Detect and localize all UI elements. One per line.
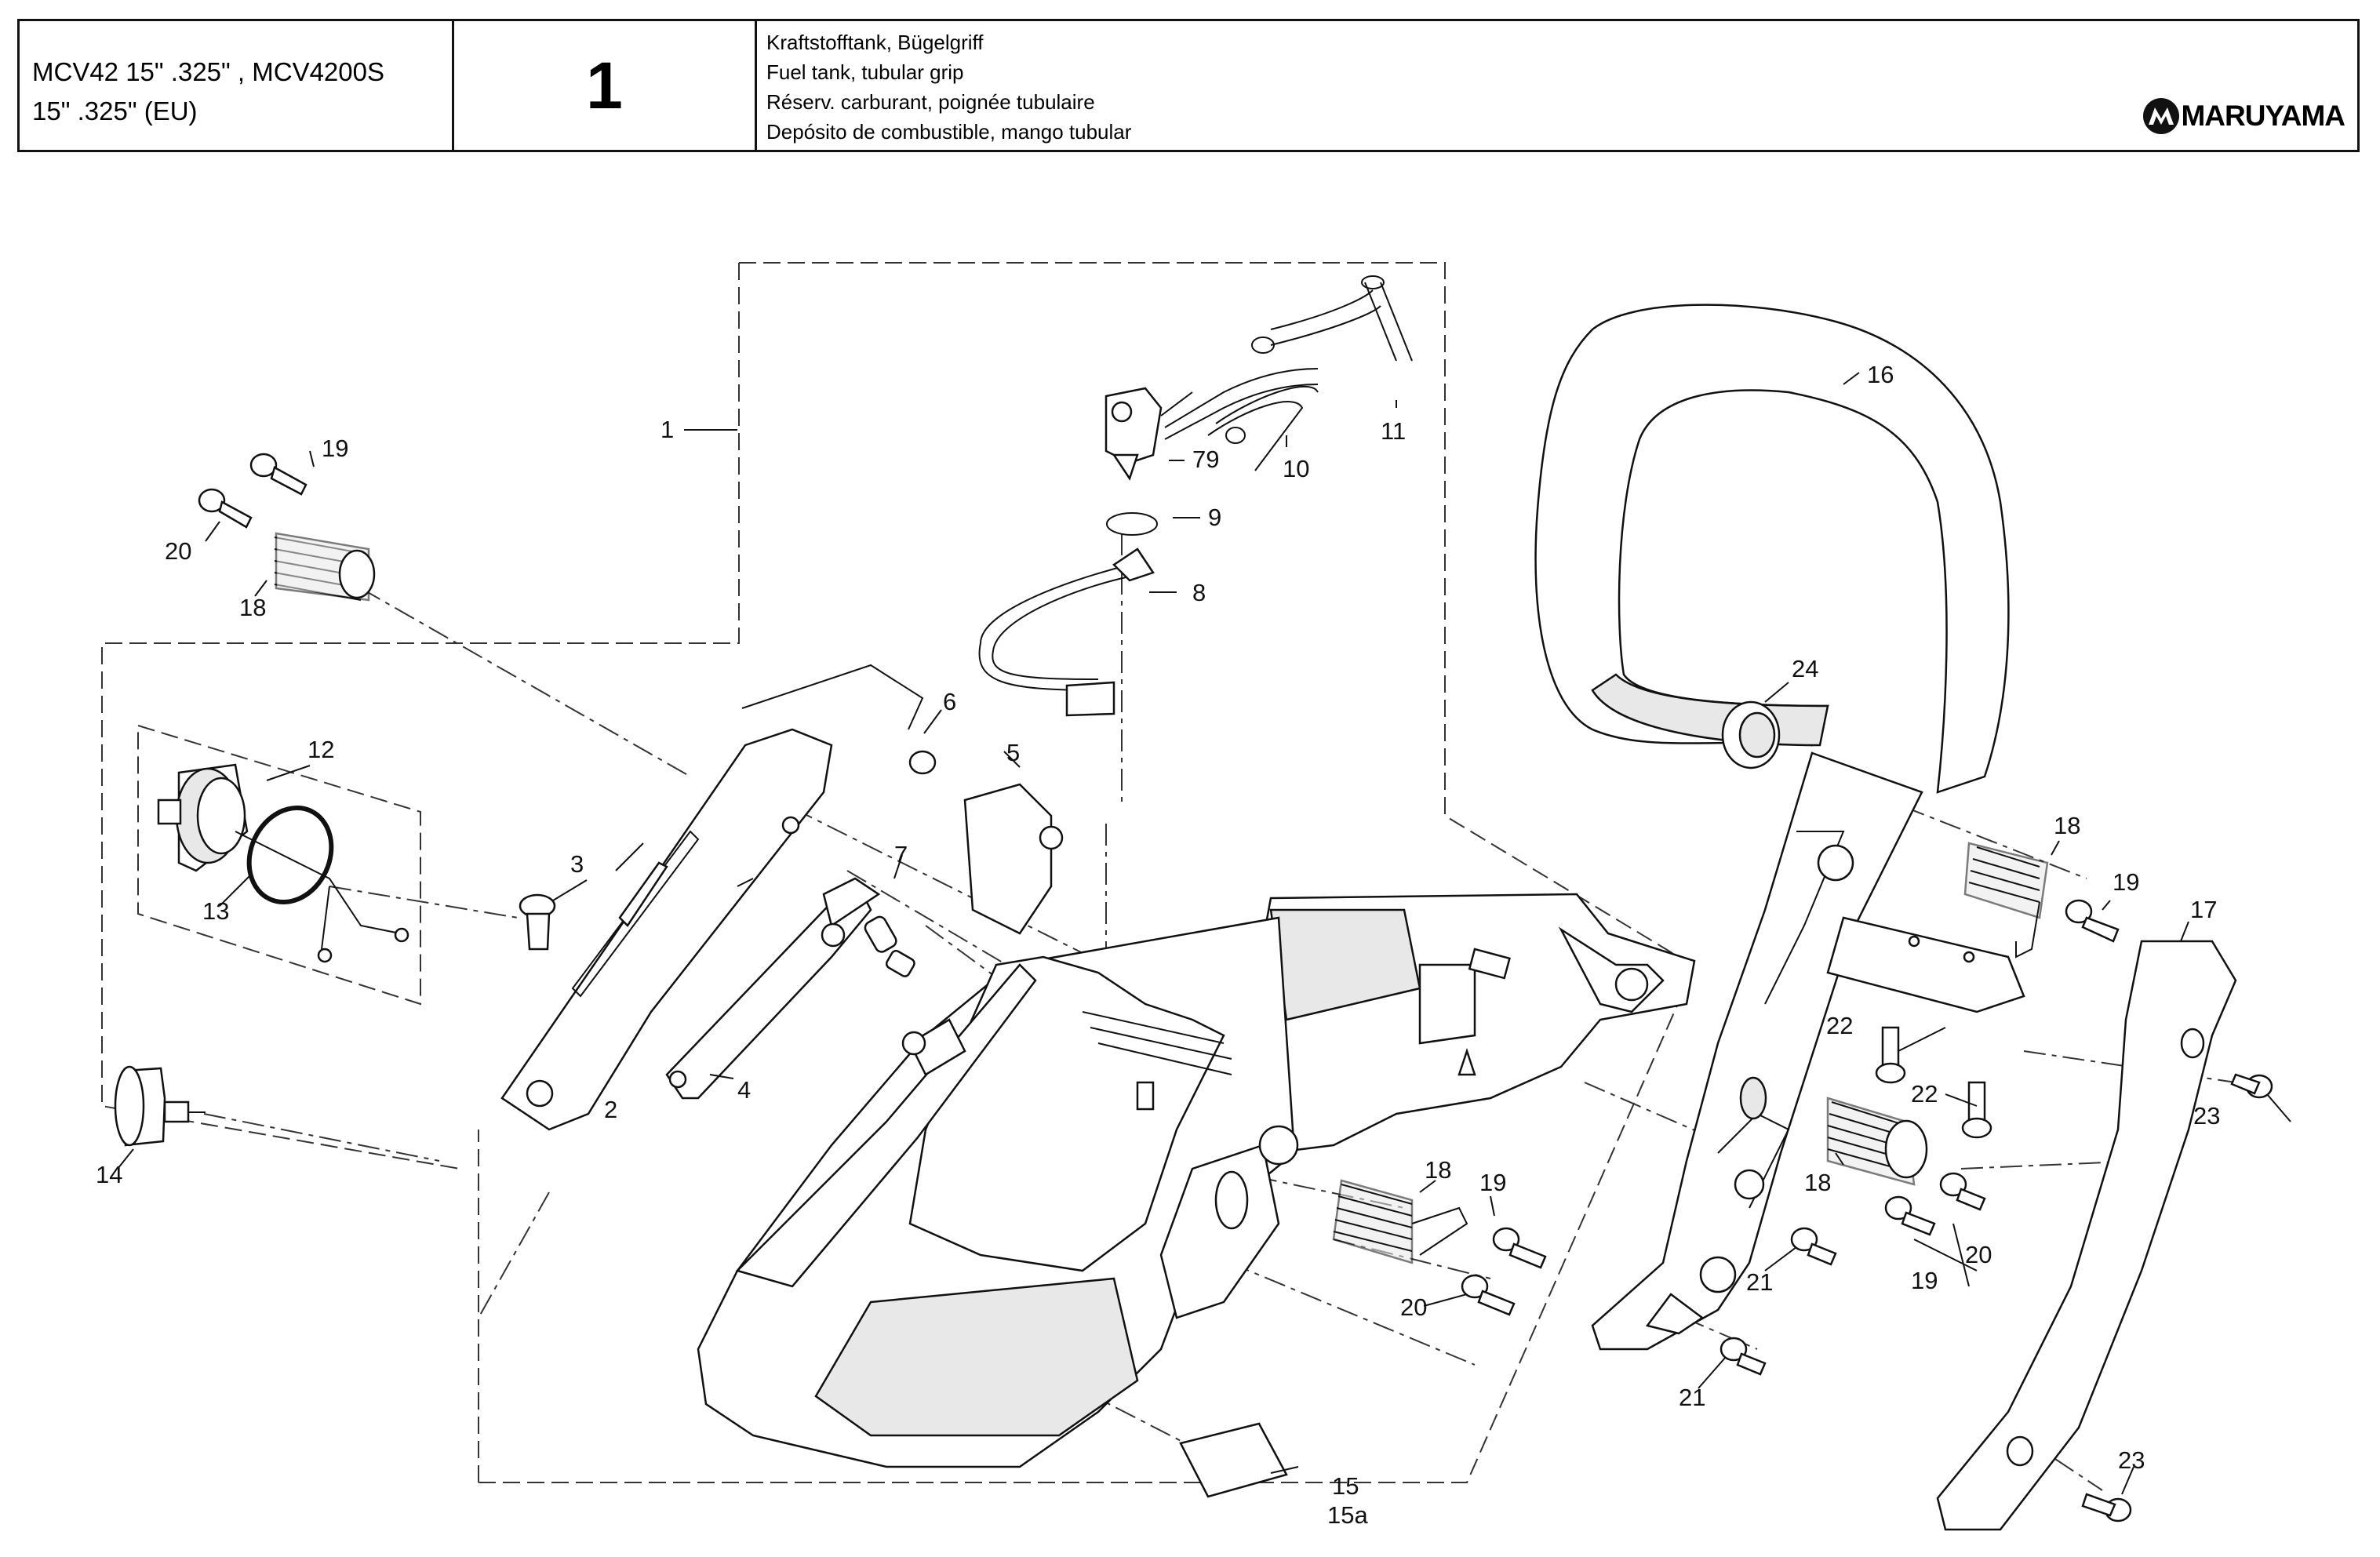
callout-1: 1	[661, 416, 674, 443]
fuel-hose-parts	[978, 275, 1413, 717]
callout-5: 5	[1006, 739, 1020, 766]
callout-15a: 15a	[1327, 1501, 1368, 1529]
description-de: Kraftstofftank, Bügelgriff	[766, 31, 984, 54]
fuel-cap-rail-parts	[500, 664, 1064, 1131]
callout-18-upper: 18	[239, 594, 266, 621]
callout-6: 6	[943, 688, 956, 715]
callout-22-lower: 22	[1911, 1080, 1938, 1108]
grommet-part-24	[1721, 700, 1781, 769]
callout-20-lower-right: 20	[1965, 1241, 1992, 1268]
callout-20-middle: 20	[1400, 1293, 1427, 1321]
callout-18-middle: 18	[1425, 1156, 1451, 1184]
model-line-1: MCV42 15" .325" , MCV4200S	[32, 57, 384, 86]
fastener-screws	[1461, 1026, 2273, 1522]
description-es: Depósito de combustible, mango tubular	[766, 120, 1132, 144]
callout-12: 12	[308, 736, 334, 763]
callout-2: 2	[604, 1096, 617, 1123]
callout-23-lower: 23	[2118, 1446, 2145, 1474]
brand-logo: MARUYAMA	[2142, 96, 2345, 136]
callout-labels: 1 2 3 4 5 6 7 8 9 10 11 12 13 14 15 15a …	[96, 361, 2220, 1529]
callout-22-upper: 22	[1826, 1012, 1853, 1039]
callout-3: 3	[570, 850, 584, 878]
callout-10: 10	[1283, 455, 1309, 482]
callout-16: 16	[1867, 361, 1894, 388]
callout-21-upper: 21	[1746, 1268, 1773, 1296]
callout-13: 13	[202, 897, 229, 925]
brand-name: MARUYAMA	[2181, 100, 2345, 132]
label-part-15	[1179, 1422, 1288, 1498]
title-block: MCV42 15" .325" , MCV4200S 15" .325" (EU…	[17, 19, 2360, 152]
rear-bar-part-17	[1936, 940, 2237, 1531]
filler-cap-part-12	[157, 763, 249, 872]
callout-9: 9	[1208, 504, 1221, 531]
callout-23-upper: 23	[2193, 1102, 2220, 1130]
callout-14: 14	[96, 1161, 122, 1188]
callout-17: 17	[2190, 896, 2217, 923]
callout-21-lower: 21	[1679, 1384, 1705, 1411]
callout-18-right: 18	[2054, 812, 2080, 839]
fuel-tank-housing	[697, 893, 1696, 1468]
cap-seal-part-13	[235, 805, 409, 963]
screw-part-3	[519, 893, 556, 951]
callout-15: 15	[1332, 1472, 1359, 1500]
av-spring-part-18-lower-middle	[1332, 1179, 1468, 1264]
callout-8: 8	[1192, 579, 1206, 606]
callout-4: 4	[737, 1076, 751, 1104]
tubular-grip-part-16	[1534, 304, 2025, 1351]
callout-19-lower-right: 19	[1911, 1267, 1938, 1294]
callout-19-right: 19	[2113, 868, 2139, 896]
callout-19-upper: 19	[322, 435, 348, 462]
description-cell: Kraftstofftank, Bügelgriff Fuel tank, tu…	[757, 21, 2357, 150]
callout-18-lower-right: 18	[1804, 1169, 1831, 1196]
callout-79: 79	[1192, 446, 1219, 473]
callout-7: 7	[894, 841, 908, 868]
description-en: Fuel tank, tubular grip	[766, 60, 964, 84]
callout-20-upper: 20	[165, 537, 191, 565]
av-spring-part-18-right	[1963, 842, 2120, 959]
page-number: 1	[454, 21, 757, 150]
fuel-filter-part-14	[114, 1065, 206, 1147]
maruyama-emblem-icon	[2143, 98, 2180, 134]
callout-24: 24	[1792, 655, 1818, 682]
description-fr: Réserv. carburant, poignée tubulaire	[766, 90, 1095, 114]
leader-lines	[117, 372, 2291, 1495]
callout-11: 11	[1381, 417, 1406, 445]
model-line-2: 15" .325" (EU)	[32, 96, 198, 126]
av-spring-part-18-lower-right	[1826, 1097, 1928, 1186]
model-cell: MCV42 15" .325" , MCV4200S 15" .325" (EU…	[20, 21, 454, 150]
callout-19-middle: 19	[1479, 1169, 1506, 1196]
av-spring-part-18-upper	[198, 453, 376, 602]
